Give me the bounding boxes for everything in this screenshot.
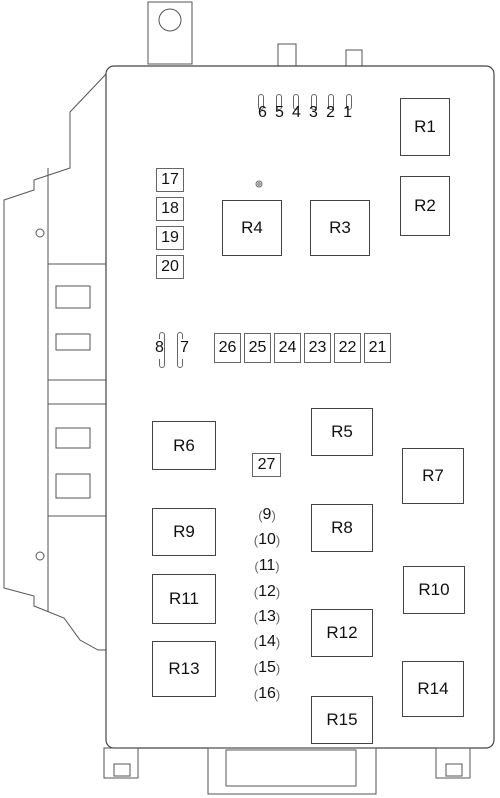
fuse-13: (13) xyxy=(253,608,281,625)
fuse-pin: ( xyxy=(253,660,259,676)
fuse-pin: ( xyxy=(258,507,263,523)
relay-r8: R8 xyxy=(311,504,373,552)
bottom-connector xyxy=(103,747,471,795)
fuse-pin xyxy=(328,94,335,110)
fuse-pin: ) xyxy=(275,634,281,650)
fuse-pin: ) xyxy=(275,609,281,625)
fuse-18: 18 xyxy=(156,197,184,221)
relay-r13: R13 xyxy=(152,641,216,697)
fuse-26: 26 xyxy=(214,333,241,363)
fuse-25: 25 xyxy=(244,333,271,363)
relay-r9: R9 xyxy=(152,508,216,556)
fuse-pin xyxy=(258,94,264,110)
fuse-24: 24 xyxy=(274,333,301,363)
fuse-15: (15) xyxy=(253,659,281,676)
fuse-12: (12) xyxy=(253,583,281,600)
relay-r5: R5 xyxy=(311,408,373,456)
fuse-22: 22 xyxy=(334,333,361,363)
fuse-16: (16) xyxy=(253,685,281,702)
fuse-8-label: 8 xyxy=(155,339,164,359)
fuse-pin: ( xyxy=(253,609,259,625)
relay-r4: R4 xyxy=(222,200,282,256)
fuse-17: 17 xyxy=(156,168,184,192)
relay-r15: R15 xyxy=(311,696,373,744)
fuse-3-label: 3 xyxy=(309,104,318,121)
fuse-pin: ) xyxy=(275,660,281,676)
fuse-pin xyxy=(293,94,300,110)
fuse-9: (9) xyxy=(258,506,276,523)
fuse-2-label: 2 xyxy=(326,104,335,121)
fuse-pin: ( xyxy=(254,558,259,574)
relay-r10: R10 xyxy=(403,566,465,614)
relay-r2: R2 xyxy=(400,176,450,236)
fuse-19: 19 xyxy=(156,226,184,250)
fuse-pin: ( xyxy=(253,532,259,548)
fuse-pin: ) xyxy=(275,558,280,574)
fuse-5-label: 5 xyxy=(275,104,284,121)
relay-r1: R1 xyxy=(400,98,450,156)
mini-fuse-pins-top xyxy=(257,94,353,110)
relay-r14: R14 xyxy=(402,661,464,717)
relay-r7: R7 xyxy=(402,448,464,504)
fuse-pin xyxy=(275,94,282,110)
fuse-pin: ( xyxy=(253,686,259,702)
fuse-pin: ) xyxy=(271,507,276,523)
fuse-pin xyxy=(345,94,352,110)
fuse-10: (10) xyxy=(253,531,281,548)
fuse-1-label: 1 xyxy=(343,104,352,121)
fuse-11: (11) xyxy=(254,557,280,574)
fuse-7-label: 7 xyxy=(180,339,189,359)
side-bracket xyxy=(3,71,109,651)
fuse-pin: ( xyxy=(253,584,259,600)
fuse-pin: ) xyxy=(275,584,281,600)
fuse-20: 20 xyxy=(156,255,184,279)
fuse-pin: ( xyxy=(253,634,259,650)
relay-r6: R6 xyxy=(152,421,216,470)
fuse-pin: ) xyxy=(275,532,281,548)
fuse-4-label: 4 xyxy=(292,104,301,121)
top-clip xyxy=(277,43,363,67)
fuse-labels-top: 6 5 4 3 2 1 xyxy=(258,104,352,124)
relay-r12: R12 xyxy=(311,609,373,657)
indicator-dot xyxy=(255,180,263,188)
fuse-6-label: 6 xyxy=(258,104,267,121)
relay-r3: R3 xyxy=(310,200,370,256)
fuse-14: (14) xyxy=(253,633,281,650)
fuse-23: 23 xyxy=(304,333,331,363)
fuse-pin xyxy=(310,94,317,110)
fuse-21: 21 xyxy=(364,333,391,363)
relay-r11: R11 xyxy=(152,574,216,624)
mounting-tab xyxy=(147,1,193,65)
fuse-labels-8-7: 8 7 xyxy=(155,339,189,359)
fuse-pin: ) xyxy=(275,686,281,702)
fuse-27: 27 xyxy=(252,453,281,477)
